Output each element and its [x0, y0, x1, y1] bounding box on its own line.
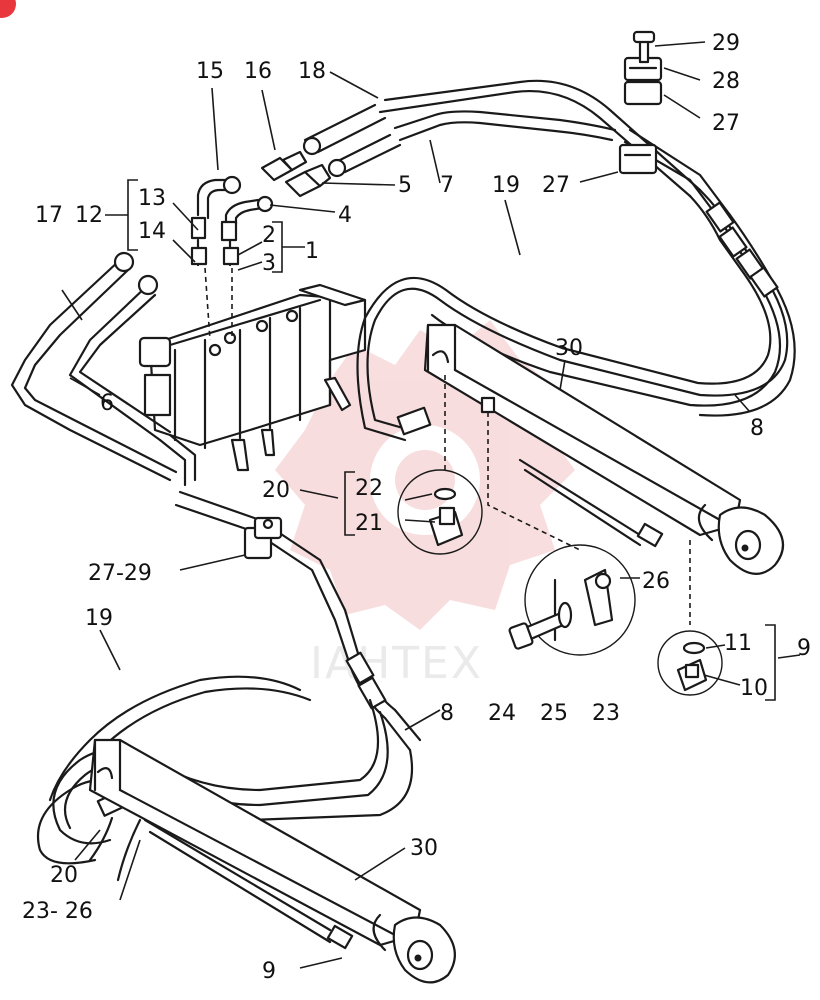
callout-17: 17 [35, 203, 63, 228]
callout-12: 12 [75, 203, 103, 228]
callout-27-29: 27-29 [88, 561, 152, 586]
callout-9-right: 9 [797, 636, 811, 661]
pipes-18-7 [302, 79, 732, 222]
cylinder-right [423, 323, 785, 575]
callout-23-26: 23- 26 [22, 899, 93, 924]
callout-15: 15 [196, 59, 224, 84]
corner-marker [0, 0, 16, 18]
callout-8-right: 8 [750, 416, 764, 441]
callout-21: 21 [355, 511, 383, 536]
cylinder-lower [88, 738, 456, 984]
callout-11: 11 [724, 631, 752, 656]
clamp-assembly-top [618, 30, 663, 175]
callout-27-top: 27 [712, 111, 740, 136]
callout-10: 10 [740, 676, 768, 701]
callout-19-lower: 19 [85, 606, 113, 631]
callout-29: 29 [712, 31, 740, 56]
callout-26: 26 [642, 569, 670, 594]
detail-fitting-9 [657, 630, 741, 696]
callout-1: 1 [305, 239, 319, 264]
adapter-fittings [260, 150, 332, 198]
callout-19-top: 19 [492, 173, 520, 198]
callout-5: 5 [398, 173, 412, 198]
detail-bracket-23-26 [508, 544, 640, 656]
callout-8-lower: 8 [440, 701, 454, 726]
pipes-left [10, 251, 422, 752]
callout-2: 2 [262, 223, 276, 248]
callout-22: 22 [355, 476, 383, 501]
callout-30-lower: 30 [410, 836, 438, 861]
valve-fittings [190, 175, 274, 341]
watermark-text: IAHTEX [310, 638, 483, 689]
callout-20-lower: 20 [50, 863, 78, 888]
callout-9-lower: 9 [262, 959, 276, 984]
callout-4: 4 [338, 203, 352, 228]
detail-leaders-right [444, 375, 691, 625]
callout-13: 13 [138, 186, 166, 211]
callout-16: 16 [244, 59, 272, 84]
callout-30-right: 30 [555, 336, 583, 361]
callout-23: 23 [592, 701, 620, 726]
leader-lines [61, 41, 801, 969]
control-valve-block [138, 283, 367, 472]
detail-fitting-20 [397, 469, 483, 555]
callout-labels: 1 2 3 4 5 6 7 8 8 9 9 10 11 12 13 14 15 … [22, 31, 811, 984]
callout-24: 24 [488, 701, 516, 726]
callout-25: 25 [540, 701, 568, 726]
callout-7: 7 [440, 173, 454, 198]
callout-3: 3 [262, 251, 276, 276]
callout-20: 20 [262, 478, 290, 503]
callout-27-mid: 27 [542, 173, 570, 198]
callout-28: 28 [712, 69, 740, 94]
callout-18: 18 [298, 59, 326, 84]
callout-6: 6 [100, 391, 114, 416]
callout-14: 14 [138, 219, 166, 244]
